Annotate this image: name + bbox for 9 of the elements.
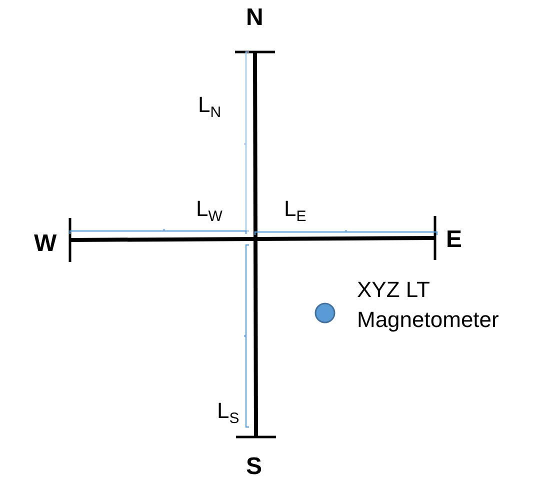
compass-label: N	[246, 6, 264, 30]
compass-label: W	[34, 232, 57, 256]
compass-label: S	[246, 455, 262, 479]
sensor-label: XYZ LT Magnetometer	[357, 276, 500, 334]
compass-label: E	[446, 228, 462, 252]
dimension-label: L$_{E}$	[284, 198, 306, 224]
dimension-label: L$_{S}$	[217, 400, 240, 426]
dimension-label: L$_{W}$	[196, 198, 222, 224]
dimension-label: L$_{N}$	[198, 94, 222, 120]
